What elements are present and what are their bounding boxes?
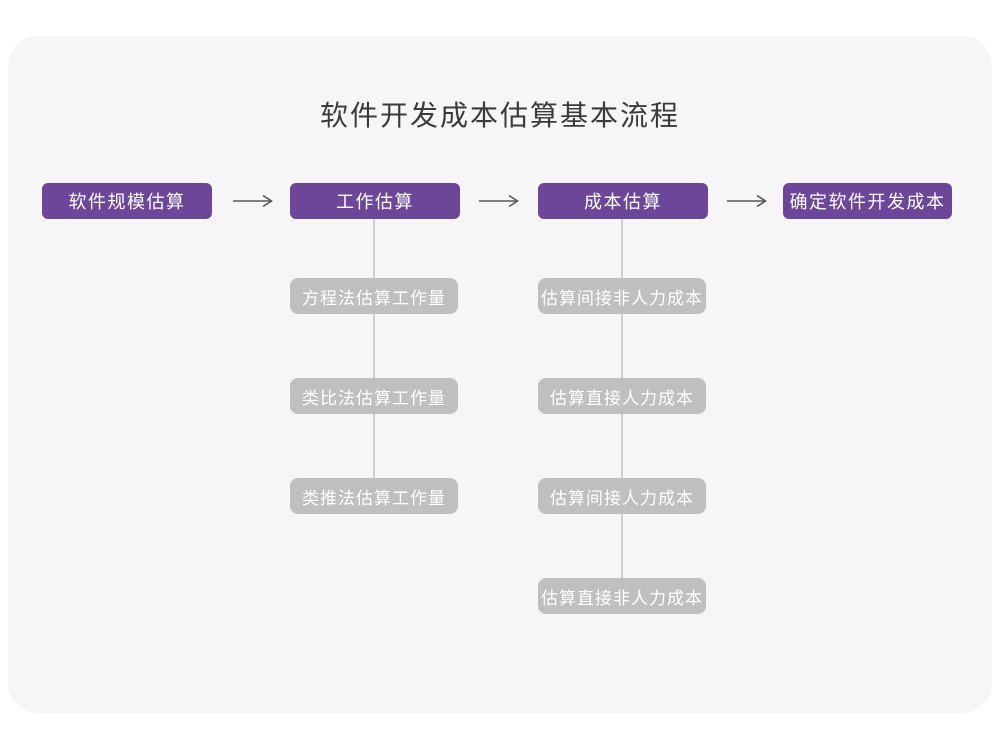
arrow-right-icon <box>479 194 519 208</box>
work-method-node-equation: 方程法估算工作量 <box>290 278 458 314</box>
arrow-right-icon <box>727 194 767 208</box>
diagram-title: 软件开发成本估算基本流程 <box>319 100 680 131</box>
arrow-right-icon <box>233 194 273 208</box>
flow-step-cost-estimation: 成本估算 <box>538 183 708 219</box>
work-method-node-analogy: 类比法估算工作量 <box>290 378 458 414</box>
cost-node-direct-nonlabor: 估算直接非人力成本 <box>538 578 706 614</box>
cost-node-indirect-nonlabor: 估算间接非人力成本 <box>538 278 706 314</box>
work-method-node-extrapolation: 类推法估算工作量 <box>290 478 458 514</box>
cost-node-indirect-labor: 估算间接人力成本 <box>538 478 706 514</box>
connector-line-work-column <box>373 219 375 497</box>
flow-step-software-scale-estimation: 软件规模估算 <box>42 183 212 219</box>
flow-step-work-estimation: 工作估算 <box>290 183 460 219</box>
flowchart-card <box>8 36 992 713</box>
flow-step-determine-dev-cost: 确定软件开发成本 <box>783 183 952 219</box>
cost-node-direct-labor: 估算直接人力成本 <box>538 378 706 414</box>
